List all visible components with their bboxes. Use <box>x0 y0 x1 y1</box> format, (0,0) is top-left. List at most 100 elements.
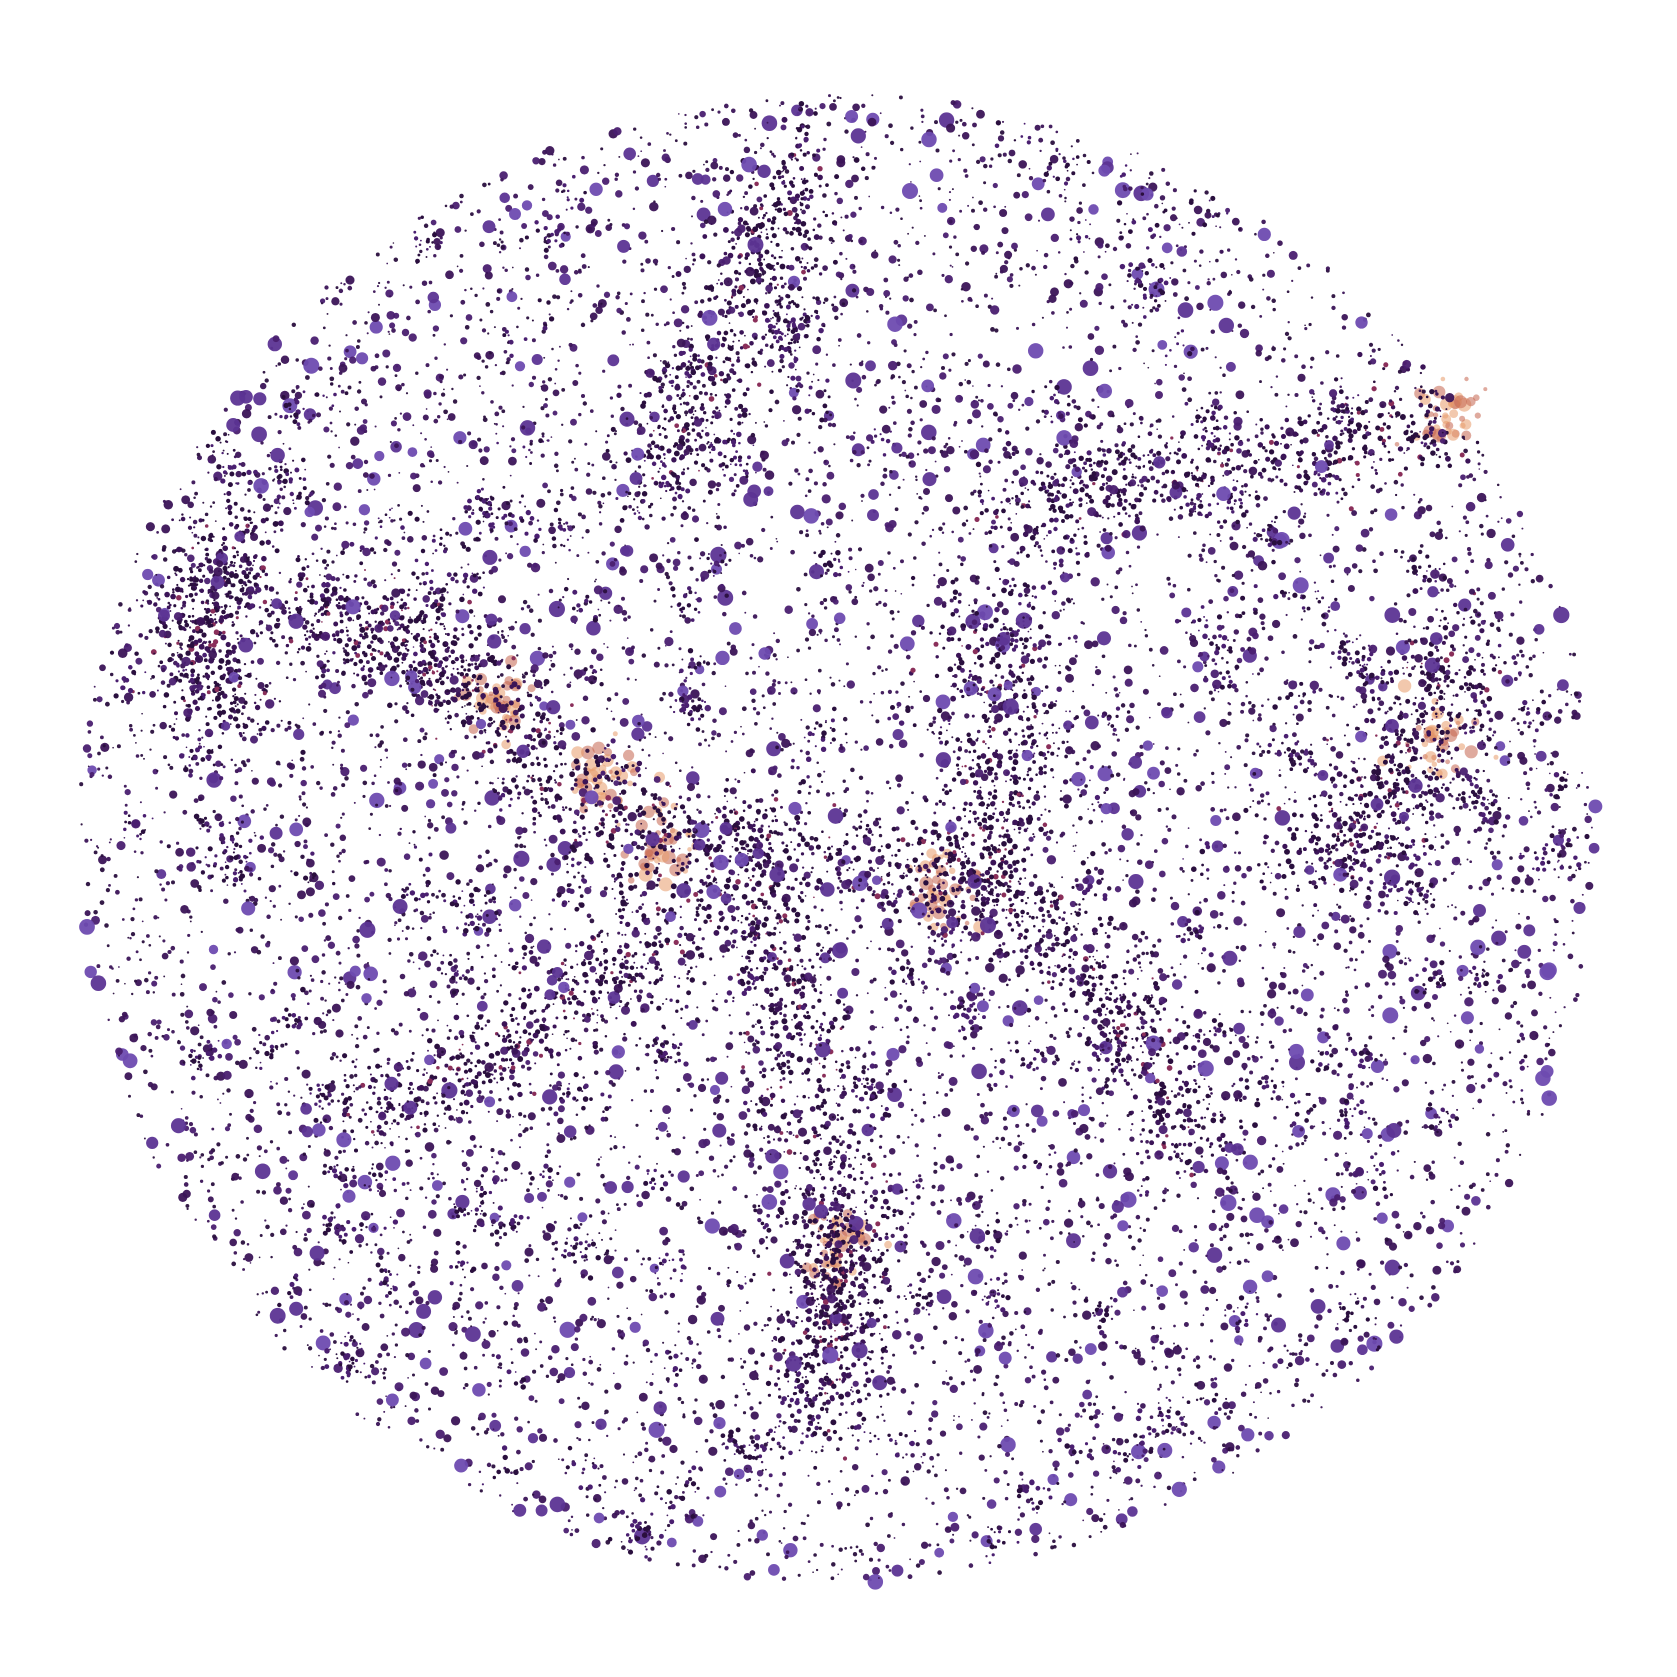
filament-point <box>232 448 236 452</box>
filament-point <box>844 1327 848 1331</box>
filament-point <box>802 152 807 157</box>
filament-point <box>863 1271 866 1275</box>
filament-point <box>1486 695 1493 702</box>
filament-point <box>741 1065 745 1069</box>
filament-point <box>427 1038 433 1044</box>
filament-point <box>630 1020 637 1027</box>
cluster-core-point <box>1466 396 1476 407</box>
filament-point <box>1111 974 1116 979</box>
filament-point <box>815 844 821 850</box>
filament-point <box>1328 847 1331 850</box>
filament-point <box>461 633 465 637</box>
filament-point <box>821 830 824 833</box>
filament-point <box>768 992 774 998</box>
filament-point <box>1326 859 1329 863</box>
filament-point <box>217 605 221 610</box>
filament-point <box>1020 505 1025 509</box>
filament-point <box>659 467 661 470</box>
filament-point <box>1101 963 1107 970</box>
filament-point <box>270 631 274 635</box>
filament-point <box>1342 820 1348 827</box>
filament-point <box>782 1271 788 1277</box>
filament-point <box>828 1141 832 1145</box>
filament-point <box>156 597 159 599</box>
filament-point <box>947 666 954 673</box>
filament-point <box>1039 953 1043 957</box>
filament-point <box>313 614 316 617</box>
filament-point <box>1014 732 1018 736</box>
filament-point <box>572 1017 576 1020</box>
filament-point <box>1394 493 1398 497</box>
filament-point <box>1166 1054 1170 1058</box>
filament-point <box>1280 433 1287 439</box>
filament-point <box>1164 1112 1171 1119</box>
filament-point <box>729 1159 733 1163</box>
filament-point <box>686 427 690 431</box>
filament-point <box>1446 711 1452 717</box>
filament-point <box>1291 464 1294 467</box>
filament-point <box>634 872 639 877</box>
halo-points <box>79 94 1603 1590</box>
filament-point <box>444 761 448 764</box>
filament-point <box>623 955 627 959</box>
filament-point <box>1311 813 1318 820</box>
filament-point <box>1457 793 1461 797</box>
filament-point <box>564 1030 568 1034</box>
filament-point <box>1020 909 1025 915</box>
filament-point <box>751 886 757 892</box>
filament-point <box>727 240 731 244</box>
filament-point <box>188 635 195 641</box>
filament-point <box>1072 958 1075 961</box>
filament-point <box>477 686 480 689</box>
filament-point <box>971 714 975 718</box>
filament-point <box>508 700 514 706</box>
filament-point <box>1358 832 1364 838</box>
filament-point <box>881 1026 884 1029</box>
filament-point <box>233 547 237 550</box>
filament-point <box>1033 835 1036 838</box>
filament-point <box>1024 954 1029 960</box>
filament-point <box>1313 884 1319 890</box>
filament-point <box>1333 377 1339 382</box>
filament-point <box>1008 907 1014 913</box>
filament-point <box>1449 651 1455 657</box>
filament-point <box>840 1164 846 1170</box>
filament-point <box>994 652 1001 658</box>
filament-point <box>1376 812 1382 819</box>
filament-point <box>1304 829 1308 833</box>
filament-point <box>847 888 852 892</box>
filament-point <box>1128 461 1132 464</box>
filament-point <box>1209 533 1212 536</box>
filament-point <box>170 727 176 732</box>
filament-point <box>852 1209 856 1214</box>
filament-point <box>1011 451 1016 456</box>
filament-point <box>975 461 982 468</box>
filament-point <box>956 756 961 761</box>
filament-point <box>733 822 739 828</box>
filament-point <box>878 1237 883 1241</box>
filament-point <box>816 1243 820 1247</box>
filament-point <box>1284 417 1290 423</box>
filament-point <box>467 624 472 629</box>
filament-point <box>665 781 670 787</box>
filament-point <box>436 670 439 673</box>
filament-point <box>452 1068 455 1071</box>
filament-point <box>724 314 728 318</box>
filament-point <box>764 808 768 812</box>
filament-point <box>664 937 671 944</box>
filament-point <box>346 1112 351 1117</box>
filament-point <box>776 1369 781 1374</box>
filament-point <box>1264 424 1270 430</box>
filament-point <box>951 682 957 688</box>
filament-point <box>500 719 506 726</box>
filament-point <box>939 895 946 902</box>
filament-point <box>1007 863 1013 870</box>
filament-point <box>1158 1017 1162 1021</box>
filament-point <box>693 460 699 465</box>
filament-point <box>798 1166 801 1170</box>
filament-point <box>769 988 773 991</box>
filament-point <box>364 569 366 571</box>
filament-point <box>711 381 717 387</box>
filament-point <box>811 1126 817 1132</box>
filament-point <box>467 663 472 667</box>
